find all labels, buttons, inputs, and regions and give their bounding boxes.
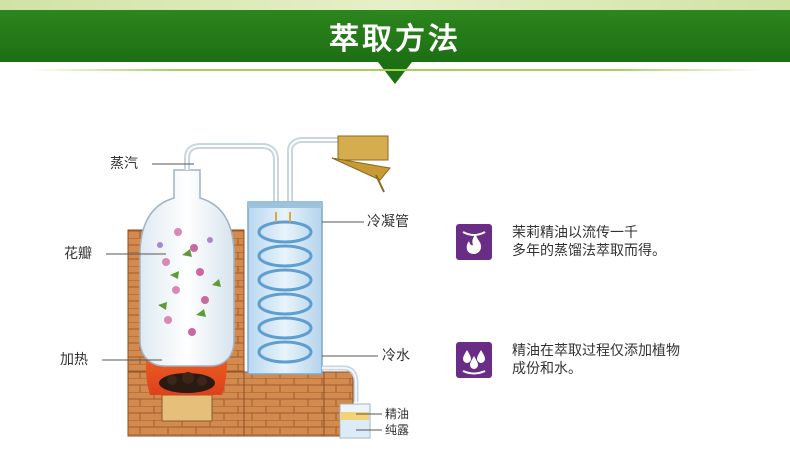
water-funnel bbox=[331, 135, 391, 193]
condenser-tank bbox=[247, 201, 323, 375]
receiver-vessel bbox=[339, 403, 371, 439]
flask bbox=[139, 169, 235, 367]
label-cold-water: 冷水 bbox=[382, 348, 410, 364]
info-text-2: 精油在萃取过程仅添加植物 成份和水。 bbox=[512, 342, 742, 378]
info-text-1-line1: 茉莉精油以流传一千 bbox=[512, 225, 638, 241]
water-drops-icon bbox=[456, 342, 492, 378]
header-top-strip bbox=[0, 0, 790, 10]
label-essential-oil: 精油 bbox=[385, 407, 410, 421]
label-steam: 蒸汽 bbox=[110, 156, 138, 172]
steam-pipe bbox=[184, 137, 338, 212]
outlet-pipe bbox=[322, 365, 359, 402]
info-text-2-line2: 成份和水。 bbox=[512, 361, 582, 377]
info-text-2-line1: 精油在萃取过程仅添加植物 bbox=[512, 343, 680, 359]
info-text-1: 茉莉精油以流传一千 多年的蒸馏法萃取而得。 bbox=[512, 224, 742, 260]
label-heating: 加热 bbox=[60, 352, 88, 368]
label-hydrosol: 纯露 bbox=[385, 423, 410, 437]
label-condenser: 冷凝管 bbox=[367, 214, 409, 230]
info-text-1-line2: 多年的蒸馏法萃取而得。 bbox=[512, 243, 666, 259]
flame-icon bbox=[456, 224, 492, 260]
page-title: 萃取方法 bbox=[329, 22, 461, 57]
header-divider bbox=[30, 69, 760, 71]
header-notch bbox=[378, 62, 412, 84]
label-petals: 花瓣 bbox=[64, 246, 92, 262]
header-band bbox=[0, 0, 790, 62]
